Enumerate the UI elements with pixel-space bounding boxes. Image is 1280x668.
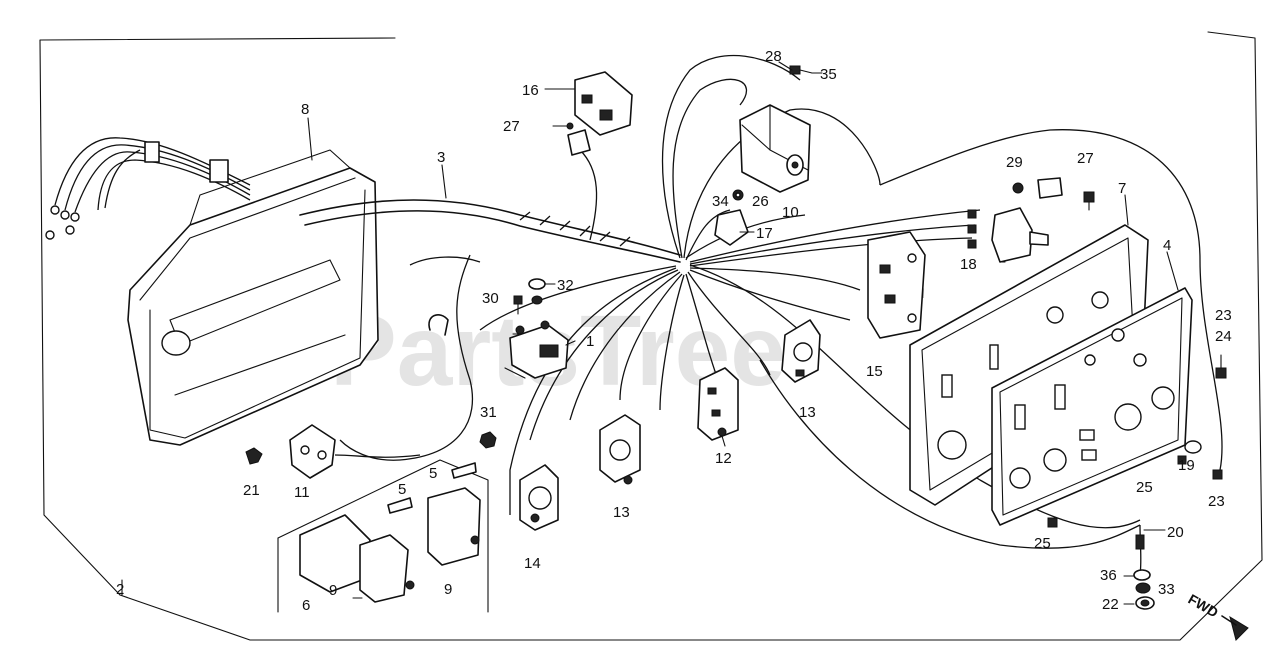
callout-3: 3 <box>437 149 445 166</box>
callout-dashes <box>352 333 1135 605</box>
control-unit-subassembly <box>277 459 489 613</box>
callout-28: 28 <box>765 48 782 65</box>
screw-30 <box>513 295 523 315</box>
nut-31 <box>479 431 497 449</box>
part-10-circuit-breaker <box>739 104 811 193</box>
callout-24: 24 <box>1215 328 1232 345</box>
callout-13: 13 <box>799 404 816 421</box>
part-11-grommet <box>289 424 421 479</box>
callout-15: 15 <box>866 363 883 380</box>
callout-25: 25 <box>1034 535 1051 552</box>
washer-36 <box>1133 569 1151 581</box>
callout-30: 30 <box>482 290 499 307</box>
callout-13: 13 <box>613 504 630 521</box>
callout-27: 27 <box>503 118 520 135</box>
forward-direction-indicator: FWD <box>1186 591 1249 641</box>
callout-32: 32 <box>557 277 574 294</box>
callout-22: 22 <box>1102 596 1119 613</box>
callout-14: 14 <box>524 555 541 572</box>
callout-8: 8 <box>301 101 309 118</box>
leader-lines <box>121 61 1179 596</box>
callout-7: 7 <box>1118 180 1126 197</box>
part-18-toggle-switch <box>967 207 1049 263</box>
screw-23-b <box>1212 469 1223 480</box>
callout-6: 6 <box>302 597 310 614</box>
callout-4: 4 <box>1163 237 1171 254</box>
callout-labels: 8 3 16 27 28 35 34 26 10 17 29 27 7 18 4… <box>116 48 1232 614</box>
callout-1: 1 <box>586 333 594 350</box>
wire-spray <box>339 54 1223 549</box>
screw-28 <box>789 65 813 75</box>
main-wire-harness <box>299 199 681 263</box>
callout-12: 12 <box>715 450 732 467</box>
wire-clamp <box>428 314 449 336</box>
screw-23-24 <box>1215 354 1227 379</box>
callout-19: 19 <box>1178 457 1195 474</box>
callout-18: 18 <box>960 256 977 273</box>
control-box-housing <box>127 149 379 446</box>
callout-17: 17 <box>756 225 773 242</box>
callout-2: 2 <box>116 581 124 598</box>
screw-25-a <box>1177 455 1187 465</box>
part-19-grommet <box>1184 440 1202 454</box>
callout-27: 27 <box>1077 150 1094 167</box>
callout-11: 11 <box>294 484 310 501</box>
part-17-clip <box>714 189 749 246</box>
callout-23: 23 <box>1215 307 1232 324</box>
callout-31: 31 <box>480 404 497 421</box>
callout-35: 35 <box>820 66 837 83</box>
part-1-solenoid <box>504 320 569 379</box>
callout-29: 29 <box>1006 154 1023 171</box>
callout-10: 10 <box>782 204 799 221</box>
callout-26: 26 <box>752 193 769 210</box>
part-12-outlet <box>697 367 739 441</box>
callout-20: 20 <box>1167 524 1184 541</box>
part-4-front-panel <box>991 287 1193 526</box>
screw-25-b <box>1047 517 1058 528</box>
callout-23: 23 <box>1208 493 1225 510</box>
nut-32 <box>528 278 546 305</box>
screw-27-right <box>1083 191 1095 211</box>
housing-wire-leads <box>45 137 251 240</box>
callout-9: 9 <box>329 582 337 599</box>
part-13-outlet-upper <box>781 319 821 383</box>
callout-9: 9 <box>444 581 452 598</box>
part-13-outlet-lower <box>599 414 641 485</box>
ground-cable-20 <box>1135 524 1161 576</box>
fwd-label: FWD <box>1186 591 1222 621</box>
callout-34: 34 <box>712 193 729 210</box>
callout-5: 5 <box>429 465 437 482</box>
part-15-receptacle <box>867 231 926 339</box>
callout-33: 33 <box>1158 581 1175 598</box>
washer-33 <box>1135 582 1151 594</box>
callout-25: 25 <box>1136 479 1153 496</box>
screw-21 <box>245 447 263 465</box>
part-29-connector <box>1012 177 1063 199</box>
assembly-frame <box>39 31 1263 641</box>
callout-21: 21 <box>243 482 260 499</box>
screw-27-top <box>552 122 574 130</box>
part-14-outlet <box>519 464 559 531</box>
part-16-cover <box>567 71 633 156</box>
nut-22 <box>1135 596 1155 610</box>
callout-36: 36 <box>1100 567 1117 584</box>
callout-16: 16 <box>522 82 539 99</box>
callout-5: 5 <box>398 481 406 498</box>
